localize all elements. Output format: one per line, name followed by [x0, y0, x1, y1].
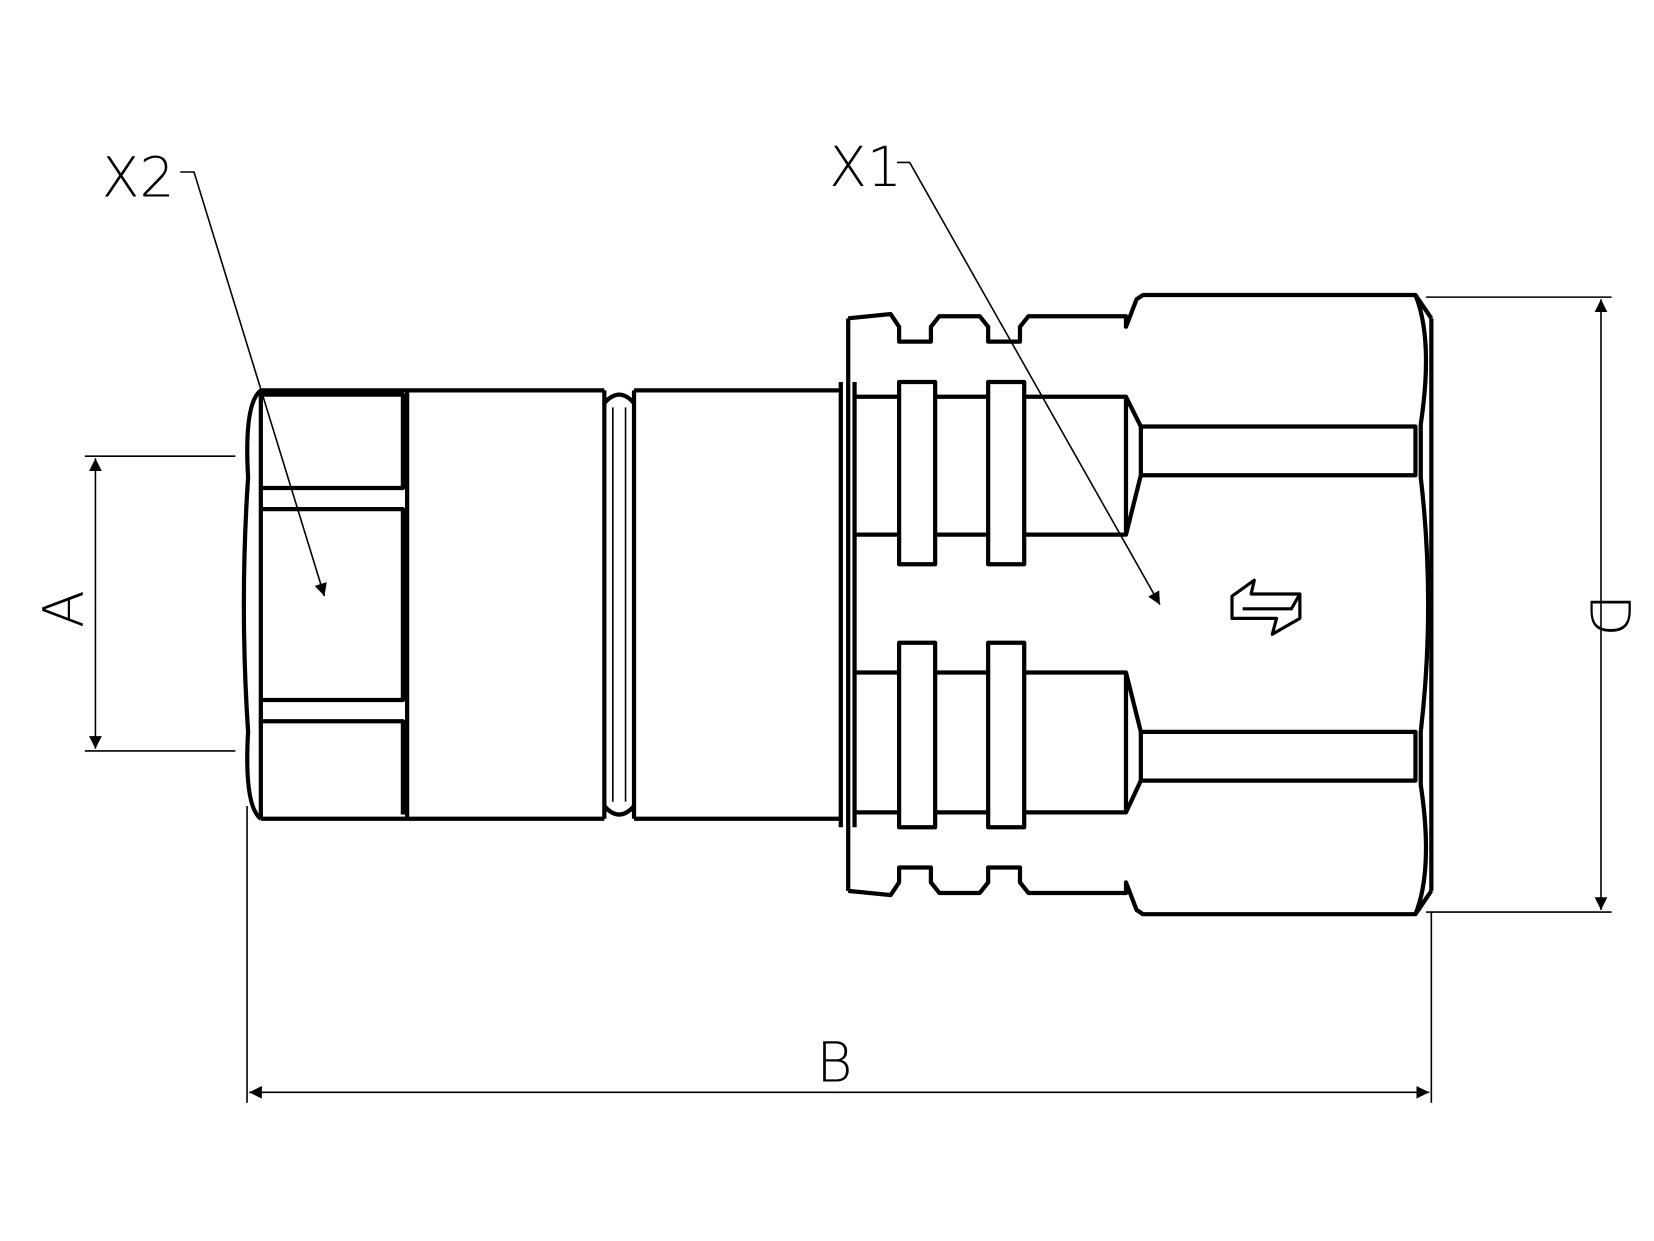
bidirectional-flow-icon [1230, 578, 1302, 636]
svg-text:A: A [33, 590, 97, 628]
dimension-a: A [33, 455, 236, 752]
dimension-b: B [246, 806, 1433, 1103]
callout-x2: X2 [102, 146, 327, 597]
svg-text:B: B [816, 1032, 852, 1096]
callout-x1: X1 [829, 136, 1161, 605]
svg-text:X2: X2 [102, 146, 175, 210]
svg-text:D: D [1576, 594, 1640, 636]
svg-text:X1: X1 [829, 136, 902, 200]
hex-nut-x2 [241, 388, 841, 821]
dimension-d: D [1426, 296, 1640, 913]
coupler-sleeve-x1 [838, 292, 1434, 917]
